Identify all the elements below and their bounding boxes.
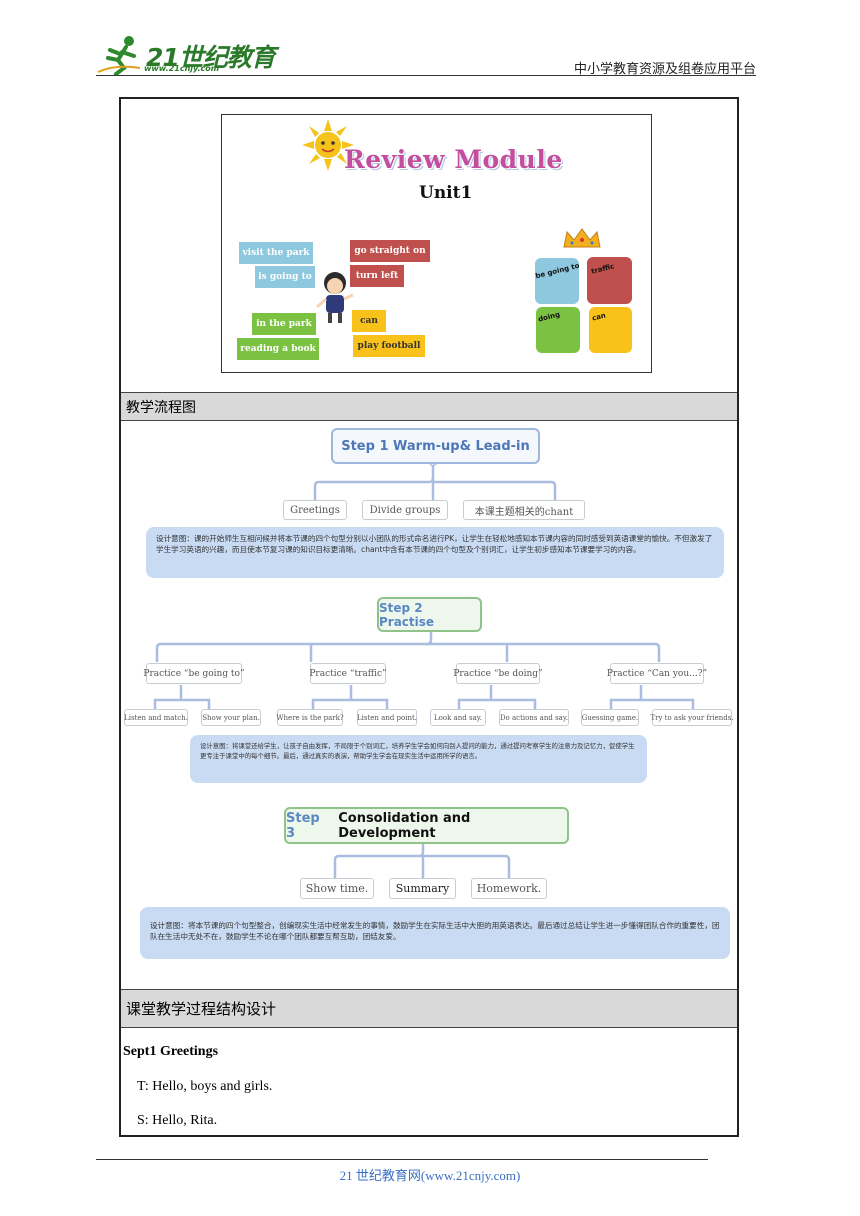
row-divider bbox=[121, 1027, 737, 1028]
step1-child: Greetings bbox=[283, 500, 347, 520]
step2-intent: 设计意图：将课堂还给学生，让孩子自由发挥，不局限于个别词汇，培养学生学会如何向别… bbox=[190, 735, 647, 783]
dialogue-line: T: Hello, boys and girls. bbox=[137, 1079, 273, 1094]
step1-node: Step 1 Warm-up& Lead-in bbox=[331, 428, 540, 464]
square-be-going-to bbox=[535, 258, 579, 304]
activity-node: Look and say. bbox=[430, 709, 486, 726]
square-can bbox=[589, 307, 632, 353]
activity-node: Try to ask your friends. bbox=[650, 709, 734, 726]
practice-node: Practice “be going to” bbox=[143, 663, 245, 684]
section-label-flow: 教学流程图 bbox=[121, 393, 737, 420]
activity-node: Guessing game. bbox=[581, 709, 639, 726]
activity-node: Where is the park? bbox=[276, 709, 344, 726]
phrase-tag: visit the park bbox=[239, 242, 313, 264]
lesson-table bbox=[119, 97, 739, 1137]
phrase-tag: play football bbox=[353, 335, 425, 357]
step1-child: Divide groups bbox=[362, 500, 448, 520]
girl-cartoon-icon bbox=[316, 272, 354, 323]
step3-prefix: Step 3 bbox=[286, 810, 320, 841]
step1-intent: 设计意图：课的开始师生互相问候并将本节课的四个句型分别以小团队的形式命名进行PK… bbox=[146, 527, 724, 578]
phrase-tag: reading a book bbox=[237, 338, 319, 360]
phrase-tag: is going to bbox=[255, 266, 315, 288]
row-divider bbox=[121, 392, 737, 393]
footer-text: 21 世纪教育网(www.21cnjy.com) bbox=[339, 1168, 521, 1183]
greetings-heading: Sept1 Greetings bbox=[123, 1044, 219, 1059]
step3-intent: 设计意图：将本节课的四个句型整合，创编现实生活中经常发生的事情，鼓励学生在实际生… bbox=[140, 907, 730, 959]
step3-child: Summary bbox=[389, 878, 456, 899]
runner-logo-icon bbox=[97, 36, 141, 76]
step3-child: Homework. bbox=[471, 878, 547, 899]
phrase-tag: can bbox=[352, 310, 386, 332]
step3-child: Show time. bbox=[300, 878, 374, 899]
phrase-tag: turn left bbox=[350, 265, 404, 287]
footer-divider bbox=[96, 1159, 708, 1160]
section-label-structure: 课堂教学过程结构设计 bbox=[121, 990, 737, 1027]
header-divider bbox=[96, 75, 756, 76]
activity-node: Show your plan. bbox=[201, 709, 261, 726]
square-doing bbox=[536, 307, 580, 353]
slide-title: Review Module bbox=[344, 145, 563, 174]
activity-node: Do actions and say. bbox=[499, 709, 569, 726]
phrase-tag: go straight on bbox=[350, 240, 430, 262]
activity-node: Listen and point. bbox=[357, 709, 417, 726]
step2-node: Step 2 Practise bbox=[377, 597, 482, 632]
dialogue-line: S: Hello, Rita. bbox=[137, 1113, 218, 1128]
logo-url: www.21cnjy.com bbox=[144, 64, 220, 73]
sun-icon bbox=[302, 119, 354, 171]
logo-text: 21世纪教育 bbox=[146, 43, 276, 72]
square-traffic bbox=[587, 257, 632, 304]
practice-node: Practice “Can you...?” bbox=[607, 663, 707, 684]
practice-node: Practice “be doing” bbox=[453, 663, 543, 684]
crown-icon bbox=[563, 228, 601, 248]
phrase-tag: in the park bbox=[252, 313, 316, 335]
row-divider bbox=[121, 420, 737, 421]
row-divider bbox=[121, 989, 737, 990]
review-slide: Review Module Unit1 visit the park go st… bbox=[221, 114, 652, 373]
step1-child: 本课主题相关的chant bbox=[463, 500, 585, 520]
step3-node: Step 3 Consolidation and Development bbox=[284, 807, 569, 844]
slide-subtitle: Unit1 bbox=[419, 183, 473, 203]
step3-title: Consolidation and Development bbox=[338, 810, 471, 841]
platform-name: 中小学教育资源及组卷应用平台 bbox=[573, 62, 756, 77]
activity-node: Listen and match. bbox=[124, 709, 188, 726]
flow-connectors bbox=[153, 457, 695, 878]
practice-node: Practice “traffic” bbox=[309, 663, 387, 684]
